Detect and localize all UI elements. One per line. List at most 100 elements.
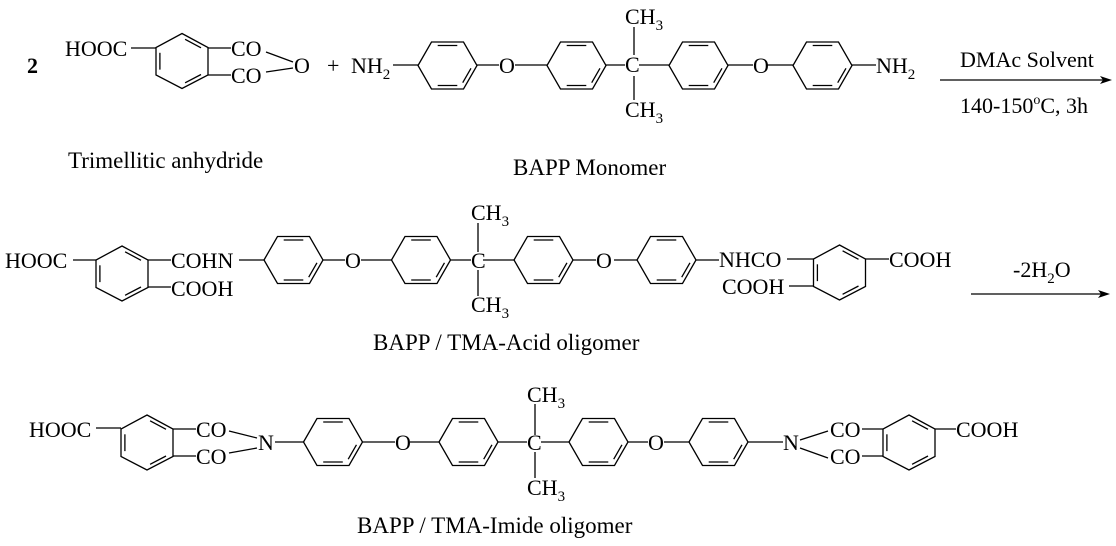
- acid-oligomer-row: HOOC COHN COOH O CH3 C CH3 O NHCO COOH C…: [5, 200, 1071, 355]
- bond-line: [799, 447, 829, 459]
- step2-condition: -2H2O: [1013, 257, 1071, 287]
- double-bond-line: [483, 444, 493, 460]
- imide-ether-oxygen-2: O: [648, 430, 664, 455]
- benzene-ring: [636, 235, 697, 285]
- acid-methyl-top: CH3: [471, 200, 509, 230]
- tma-carbonyl-1: CO: [231, 36, 262, 61]
- imide-nitrogen-left: N: [258, 430, 274, 455]
- benzene-ring: [668, 41, 729, 90]
- double-bond-line: [308, 262, 318, 278]
- double-bond-line: [149, 420, 167, 430]
- double-bond-line: [124, 251, 142, 261]
- imide-carbonyl-3: CO: [830, 417, 861, 442]
- acid-cooh-right-ortho: COOH: [722, 274, 784, 299]
- imide-carbonyl-1: CO: [196, 417, 227, 442]
- imide-hooc-left: HOOC: [29, 417, 91, 442]
- double-bond-line: [558, 262, 568, 278]
- ring-outline: [636, 235, 697, 285]
- imide-quaternary-carbon: C: [527, 430, 542, 455]
- tma-hooc-group: HOOC: [65, 36, 127, 61]
- acid-quaternary-carbon: C: [471, 248, 486, 273]
- double-bond-line: [347, 444, 358, 460]
- double-bond-line: [124, 286, 142, 296]
- ring-outline: [417, 41, 478, 90]
- ring-outline: [120, 414, 174, 471]
- benzene-ring: [688, 417, 749, 467]
- double-bond-line: [911, 455, 929, 465]
- ring-outline: [792, 41, 853, 90]
- double-bond-line: [837, 67, 847, 84]
- imide-carbonyl-4: CO: [830, 444, 861, 469]
- ring-outline: [668, 41, 729, 90]
- bapp-ether-oxygen-2: O: [753, 53, 769, 78]
- bond-line: [799, 430, 829, 441]
- reactants-row: 2 HOOC CO CO O + NH2 O CH3 C CH3 O NH2 D…: [27, 4, 1094, 180]
- double-bond-line: [713, 67, 723, 84]
- bapp-ether-oxygen-1: O: [499, 53, 515, 78]
- double-bond-line: [842, 285, 859, 295]
- bonds: [73, 27, 956, 478]
- benzene-ring: [812, 244, 867, 301]
- double-bond-line: [435, 262, 446, 278]
- acid-oligomer-label: BAPP / TMA-Acid oligomer: [373, 330, 640, 355]
- double-bond-line: [462, 67, 472, 84]
- double-bond-line: [733, 444, 743, 460]
- benzene-ring: [417, 41, 478, 90]
- acid-amide-left: COHN: [171, 248, 233, 273]
- ring-outline: [155, 32, 209, 90]
- acid-cooh-right: COOH: [889, 247, 951, 272]
- bond-line: [228, 447, 258, 454]
- benzene-ring: [155, 32, 209, 90]
- bapp-methyl-bottom: CH3: [625, 97, 663, 127]
- bapp-amine-right: NH2: [876, 53, 915, 83]
- bapp-amine-left: NH2: [351, 53, 390, 83]
- benzene-ring: [792, 41, 853, 90]
- double-bond-line: [911, 420, 929, 430]
- imide-methyl-top: CH3: [527, 382, 565, 412]
- tma-carbonyl-2: CO: [231, 63, 262, 88]
- benzene-ring: [390, 235, 452, 285]
- tma-label: Trimellitic anhydride: [68, 148, 263, 173]
- bond-line: [265, 67, 294, 73]
- ring-outline: [513, 235, 574, 285]
- bond-line: [265, 51, 294, 63]
- ring-outline: [812, 244, 867, 301]
- imide-ether-oxygen-1: O: [395, 430, 411, 455]
- bapp-quaternary-carbon: C: [625, 52, 640, 77]
- imide-cooh-right: COOH: [956, 417, 1018, 442]
- ring-outline: [95, 245, 149, 302]
- double-bond-line: [842, 250, 859, 260]
- ring-outline: [390, 235, 452, 285]
- double-bond-line: [184, 38, 202, 49]
- ring-outline: [302, 417, 364, 467]
- imide-nitrogen-right: N: [783, 430, 799, 455]
- ring-outline: [438, 417, 499, 467]
- acid-amide-right: NHCO: [719, 247, 781, 272]
- reaction-arrow-2: [971, 290, 1110, 298]
- benzene-ring: [120, 414, 174, 471]
- benzene-ring: [546, 41, 607, 90]
- ring-outline: [882, 414, 936, 471]
- acid-ether-oxygen-2: O: [596, 248, 612, 273]
- double-bond-line: [681, 262, 691, 278]
- imide-methyl-bottom: CH3: [527, 475, 565, 505]
- benzene-ring: [882, 414, 936, 471]
- double-bond-line: [613, 444, 623, 460]
- plus-sign: +: [327, 53, 339, 78]
- step1-conditions: 140-150oC, 3h: [960, 93, 1088, 118]
- benzene-ring: [95, 245, 149, 302]
- double-bond-line: [591, 67, 601, 84]
- reaction-arrow-1: [940, 76, 1112, 84]
- imide-carbonyl-2: CO: [196, 444, 227, 469]
- benzene-ring: [513, 235, 574, 285]
- bapp-label: BAPP Monomer: [513, 155, 666, 180]
- ring-outline: [568, 417, 629, 467]
- benzene-ring: [302, 417, 364, 467]
- ring-outline: [546, 41, 607, 90]
- imide-oligomer-label: BAPP / TMA-Imide oligomer: [357, 513, 633, 538]
- step1-reagent: DMAc Solvent: [960, 47, 1094, 72]
- tma-anhydride-oxygen: O: [294, 53, 310, 78]
- bond-line: [228, 430, 258, 439]
- benzene-ring: [568, 417, 629, 467]
- double-bond-line: [149, 455, 167, 465]
